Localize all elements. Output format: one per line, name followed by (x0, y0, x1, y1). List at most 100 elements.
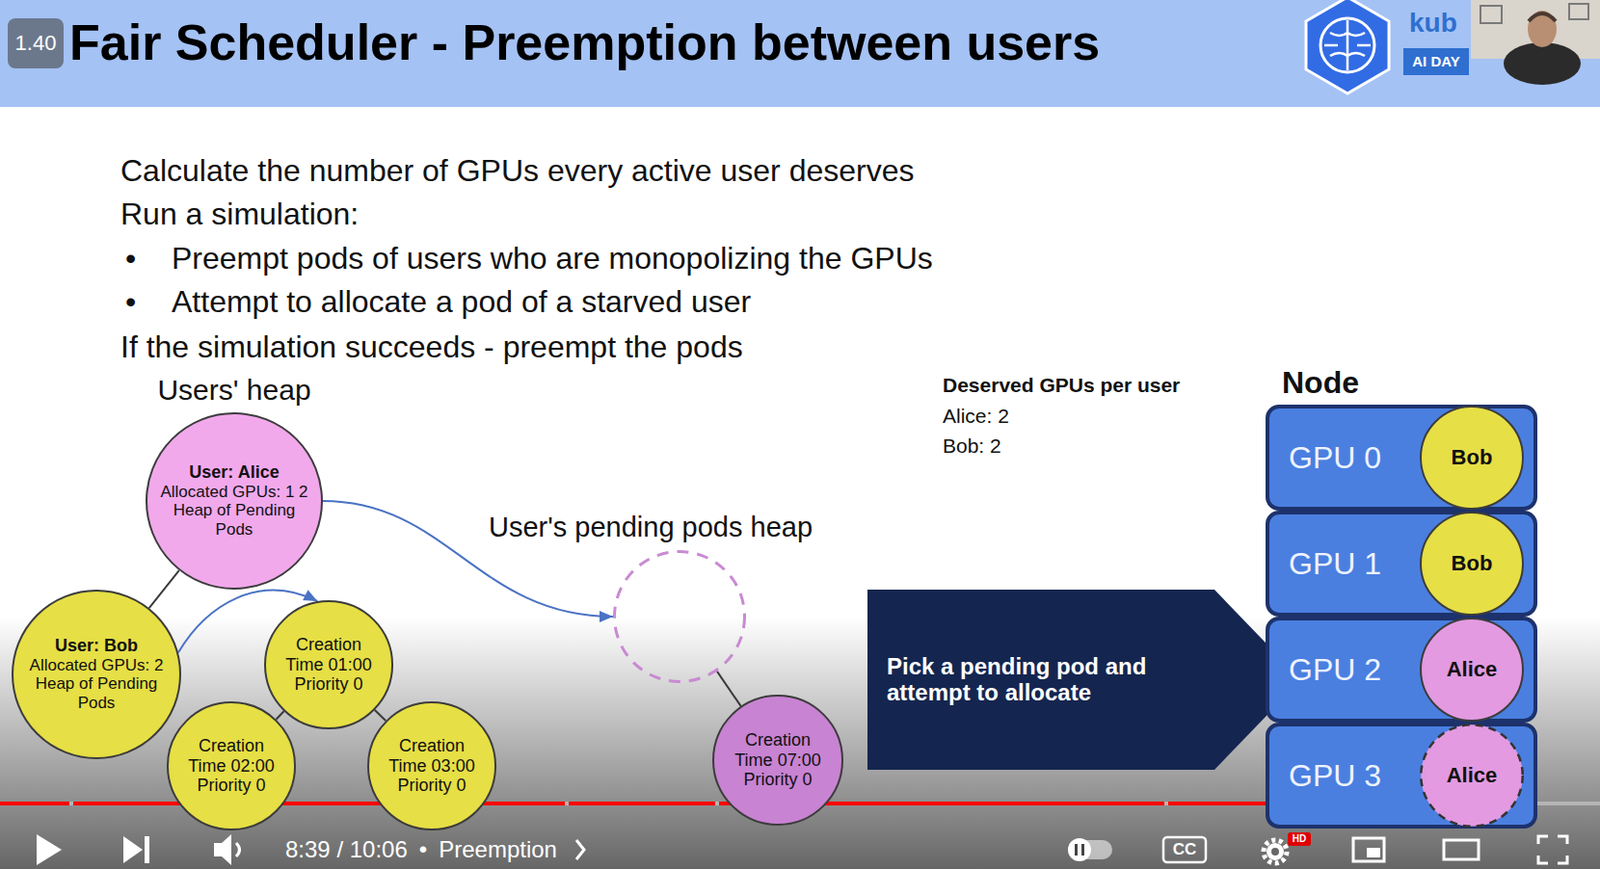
event-name: AI DAY (1412, 53, 1460, 71)
play-icon (36, 834, 62, 866)
text-group: User: BobAllocated GPUs: 2Heap of Pendin… (28, 636, 164, 713)
settings-icon (1263, 832, 1311, 864)
text-group: Alice (1446, 763, 1498, 788)
gpu-owner: Bob (1419, 405, 1524, 510)
table-row: Bob: 2 (942, 433, 1002, 458)
text-group: User: AliceAllocated GPUs: 1 2Heap of Pe… (160, 462, 308, 539)
speed-badge (7, 18, 64, 69)
event-badge (1403, 48, 1469, 76)
node-text: Allocated GPUs: 2 (29, 656, 164, 676)
event-logo (1306, 0, 1389, 94)
webcam-overlay (1470, 0, 1600, 85)
circle-shape (146, 413, 322, 589)
quality-badge: HD (1292, 833, 1307, 846)
pod-node: Creation Time 02:00 Priority 0 (166, 701, 296, 831)
table-heading: Deserved GPUs per user (942, 373, 1180, 398)
node-caption: Node (1281, 364, 1360, 401)
connector (374, 710, 386, 721)
miniplayer-icon (1353, 838, 1385, 862)
heap-heading: User's pending pods heap (488, 510, 813, 545)
next-icon (123, 836, 150, 864)
body-text: Run a simulation: (120, 195, 359, 233)
connector-line (275, 711, 284, 720)
circle-shape (1420, 724, 1523, 827)
player-shade (0, 616, 1600, 869)
gpu-slot: GPU 0 Bob (1265, 404, 1538, 511)
chapter-title: Preemption (438, 836, 558, 865)
text-group: Creation Time 07:00 Priority 0 (723, 730, 832, 791)
circle-shape (713, 695, 843, 826)
circle-shape (1420, 618, 1523, 721)
node-text: Bob (1451, 551, 1494, 576)
gpu-owner: Bob (1419, 511, 1524, 616)
captions-frame (1163, 837, 1206, 863)
connector (275, 711, 284, 720)
action-text: Pick a pending pod and attempt to alloca… (886, 653, 1196, 707)
gpu-slot: GPU 2 Alice (1265, 616, 1538, 723)
pending-heap-placeholder: User's pending pods heap (613, 550, 747, 684)
body-text: Attempt to allocate a pod of a starved u… (171, 283, 751, 320)
text-group: Alice (1446, 657, 1498, 682)
connector-line (149, 570, 180, 609)
action-arrow: Pick a pending pod and attempt to alloca… (867, 589, 1302, 771)
video-time: 8:39 / 10:06 (285, 836, 408, 865)
node-text: Alice (1446, 763, 1498, 788)
gpu-slot: GPU 1 Bob (1265, 510, 1538, 617)
gpu-label: GPU 2 (1288, 652, 1382, 689)
text-group: Creation Time 01:00 Priority 0 (274, 635, 383, 695)
arrowhead (302, 589, 318, 602)
node-text: Creation Time 07:00 Priority 0 (723, 730, 832, 791)
circle-shape (167, 702, 295, 830)
node-text: Heap of Pending Pods (28, 675, 164, 714)
user-node: User: BobAllocated GPUs: 2Heap of Pendin… (11, 589, 182, 760)
body-text: Preempt pods of users who are monopolizi… (171, 240, 934, 277)
connector (149, 570, 180, 609)
table-row: Alice: 2 (942, 403, 1010, 428)
circle-shape (265, 601, 393, 729)
circle-shape (1420, 406, 1523, 509)
node-text: Allocated GPUs: 1 2 (160, 482, 308, 503)
node-text: Heap of Pending Pods (166, 502, 302, 540)
node-text: User: Alice (188, 462, 279, 483)
node-text: Creation Time 03:00 Priority 0 (377, 736, 486, 797)
connector-line (374, 710, 386, 721)
bullet: • (125, 283, 136, 320)
body-text: If the simulation succeeds - preempt the… (120, 328, 744, 366)
text-group: Bob (1451, 551, 1494, 576)
text-group: Pick a pending pod and attempt to alloca… (886, 653, 1196, 707)
circle-outline (613, 550, 747, 684)
node-text: Alice (1446, 657, 1498, 682)
user-node: User: AliceAllocated GPUs: 1 2Heap of Pe… (145, 412, 323, 590)
speed-indicator: 1.40 (15, 30, 57, 56)
slide-title: Fair Scheduler - Preemption between user… (69, 12, 1100, 73)
circle-shape (368, 702, 496, 830)
bullet: • (125, 240, 136, 277)
heap-caption: Users' heap (157, 373, 311, 408)
circle-shape (12, 590, 181, 759)
text-group: Bob (1451, 445, 1494, 470)
circle-shape (1420, 512, 1523, 615)
event-name: kub (1409, 6, 1458, 40)
captions-button: CC (1173, 840, 1198, 860)
node-text: User: Bob (54, 636, 138, 657)
text-group: Creation Time 02:00 Priority 0 (177, 736, 286, 797)
arrowhead (599, 611, 614, 623)
gpu-owner: Alice (1419, 617, 1524, 722)
node-text: Creation Time 02:00 Priority 0 (177, 736, 286, 797)
node-text: Bob (1451, 445, 1494, 470)
separator-dot: • (419, 836, 427, 865)
pod-node: Creation Time 03:00 Priority 0 (367, 701, 497, 831)
fullscreen-icon (1538, 836, 1568, 864)
gpu-slot: GPU 3 Alice (1265, 722, 1538, 829)
text-group: Creation Time 03:00 Priority 0 (377, 736, 486, 797)
node-text: Creation Time 01:00 Priority 0 (274, 635, 383, 695)
gpu-label: GPU 0 (1288, 440, 1382, 477)
gpu-label: GPU 3 (1288, 758, 1382, 795)
circle-shape (614, 552, 746, 683)
arrow-shape (867, 589, 1302, 771)
body-text: Calculate the number of GPUs every activ… (120, 152, 914, 189)
pod-node: Creation Time 01:00 Priority 0 (264, 600, 394, 730)
gpu-label: GPU 1 (1288, 546, 1382, 583)
pod-node: Creation Time 07:00 Priority 0 (712, 694, 844, 827)
